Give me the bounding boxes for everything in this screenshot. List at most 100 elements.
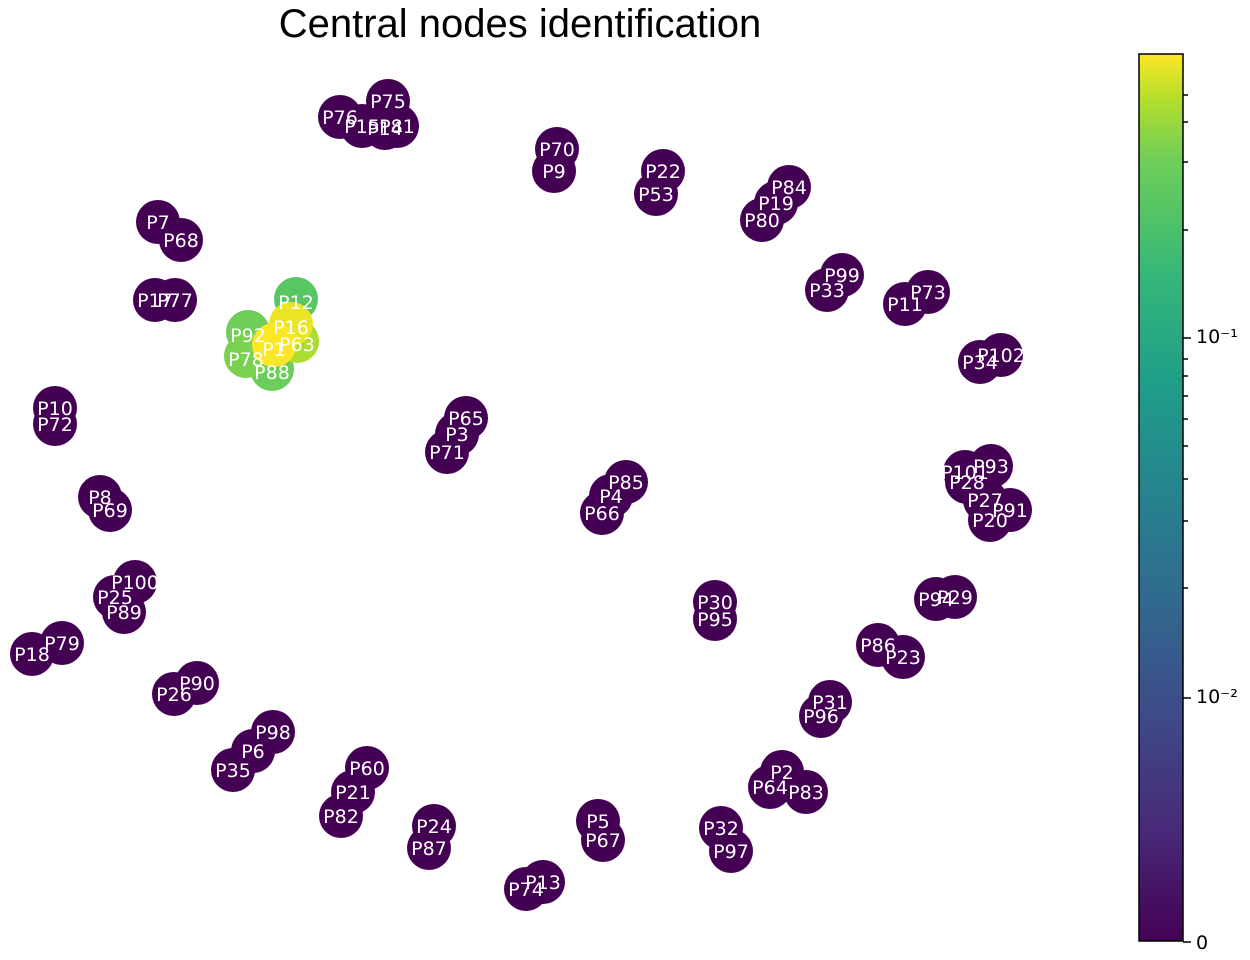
node-p82 — [319, 794, 363, 838]
node-label-p88: P88 — [254, 362, 290, 384]
node-label-p71: P71 — [429, 442, 465, 464]
node-label-p60: P60 — [349, 758, 385, 780]
node-label-p5: P5 — [586, 811, 610, 833]
node-p68 — [159, 218, 203, 262]
node-label-p24: P24 — [416, 816, 452, 838]
node-p1 — [252, 323, 296, 367]
node-label-p2: P2 — [770, 762, 794, 784]
node-label-p75: P75 — [370, 91, 406, 113]
node-p72 — [33, 402, 77, 446]
node-p64 — [748, 765, 792, 809]
node-label-p8: P8 — [88, 487, 112, 509]
node-label-p14: P14 — [367, 118, 403, 140]
node-p77 — [153, 278, 197, 322]
node-label-p17: P17 — [137, 290, 173, 312]
node-p80 — [740, 198, 784, 242]
node-p11 — [883, 282, 927, 326]
chart-title: Central nodes identification — [278, 2, 762, 46]
colorbar-tick-label-1e-1: 10⁻¹ — [1196, 326, 1238, 348]
node-label-p72: P72 — [37, 414, 73, 436]
node-p71 — [425, 430, 469, 474]
node-p35 — [211, 748, 255, 792]
node-label-p100: P100 — [111, 572, 159, 594]
node-label-p21: P21 — [335, 782, 371, 804]
node-label-p101: P101 — [941, 462, 989, 484]
node-p9 — [532, 149, 576, 193]
node-label-p26: P26 — [156, 684, 192, 706]
node-label-p34: P34 — [962, 352, 998, 374]
node-p33 — [805, 268, 849, 312]
node-label-p16: P16 — [273, 317, 309, 339]
node-label-p4: P4 — [599, 486, 623, 508]
node-label-p67: P67 — [585, 830, 621, 852]
node-label-p89: P89 — [106, 602, 142, 624]
node-p29 — [933, 575, 977, 619]
node-label-p15: P15 — [344, 116, 380, 138]
node-label-p3: P3 — [445, 424, 469, 446]
node-label-p79: P79 — [44, 633, 80, 655]
node-label-p1: P1 — [262, 339, 286, 361]
node-label-p99: P99 — [824, 265, 860, 287]
node-p97 — [709, 829, 753, 873]
node-label-p20: P20 — [972, 510, 1008, 532]
node-p69 — [88, 488, 132, 532]
node-label-p13: P13 — [525, 872, 561, 894]
node-label-p27: P27 — [967, 490, 1003, 512]
node-label-p10: P10 — [37, 398, 73, 420]
node-label-p32: P32 — [703, 818, 739, 840]
colorbar-ticks — [1183, 94, 1191, 943]
node-label-p33: P33 — [809, 280, 845, 302]
node-label-p68: P68 — [163, 230, 199, 252]
node-label-p97: P97 — [713, 841, 749, 863]
node-p83 — [784, 770, 828, 814]
node-label-p29: P29 — [937, 587, 973, 609]
node-label-p66: P66 — [584, 503, 620, 525]
node-label-p93: P93 — [973, 456, 1009, 478]
node-p66 — [580, 491, 624, 535]
node-label-p94: P94 — [918, 589, 954, 611]
node-p20 — [968, 498, 1012, 542]
node-p14 — [363, 106, 407, 150]
node-label-p74: P74 — [508, 879, 544, 901]
node-label-p70: P70 — [539, 139, 575, 161]
node-label-p91: P91 — [992, 500, 1028, 522]
node-p34 — [958, 340, 1002, 384]
node-label-p86: P86 — [860, 635, 896, 657]
node-label-p64: P64 — [752, 777, 788, 799]
node-label-p87: P87 — [411, 838, 447, 860]
node-label-p85: P85 — [608, 472, 644, 494]
node-label-p77: P77 — [157, 290, 193, 312]
node-label-p102: P102 — [977, 345, 1025, 367]
node-p89 — [102, 590, 146, 634]
colorbar-tick-label-0: 0 — [1196, 932, 1208, 954]
node-p79 — [40, 621, 84, 665]
node-label-p31: P31 — [812, 692, 848, 714]
node-p23 — [881, 635, 925, 679]
node-label-p82: P82 — [323, 806, 359, 828]
colorbar: 0 10⁻² 10⁻¹ — [1138, 53, 1238, 954]
node-label-p22: P22 — [645, 161, 681, 183]
node-label-p76: P76 — [322, 107, 358, 129]
node-label-p6: P6 — [241, 741, 265, 763]
node-label-p19: P19 — [758, 193, 794, 215]
node-label-p78: P78 — [228, 349, 264, 371]
node-label-p96: P96 — [803, 706, 839, 728]
node-label-p84: P84 — [771, 177, 807, 199]
node-p95 — [693, 597, 737, 641]
node-label-p7: P7 — [146, 212, 170, 234]
node-label-p53: P53 — [638, 184, 674, 206]
node-label-p90: P90 — [179, 673, 215, 695]
node-label-p28: P28 — [949, 472, 985, 494]
node-p87 — [407, 826, 451, 870]
node-label-p98: P98 — [255, 722, 291, 744]
node-p53 — [634, 172, 678, 216]
node-label-p30: P30 — [697, 592, 733, 614]
node-label-p73: P73 — [910, 282, 946, 304]
node-label-p81: P81 — [379, 116, 415, 138]
node-label-p95: P95 — [697, 609, 733, 631]
node-p26 — [152, 672, 196, 716]
node-label-p69: P69 — [92, 500, 128, 522]
node-label-p9: P9 — [542, 161, 566, 183]
